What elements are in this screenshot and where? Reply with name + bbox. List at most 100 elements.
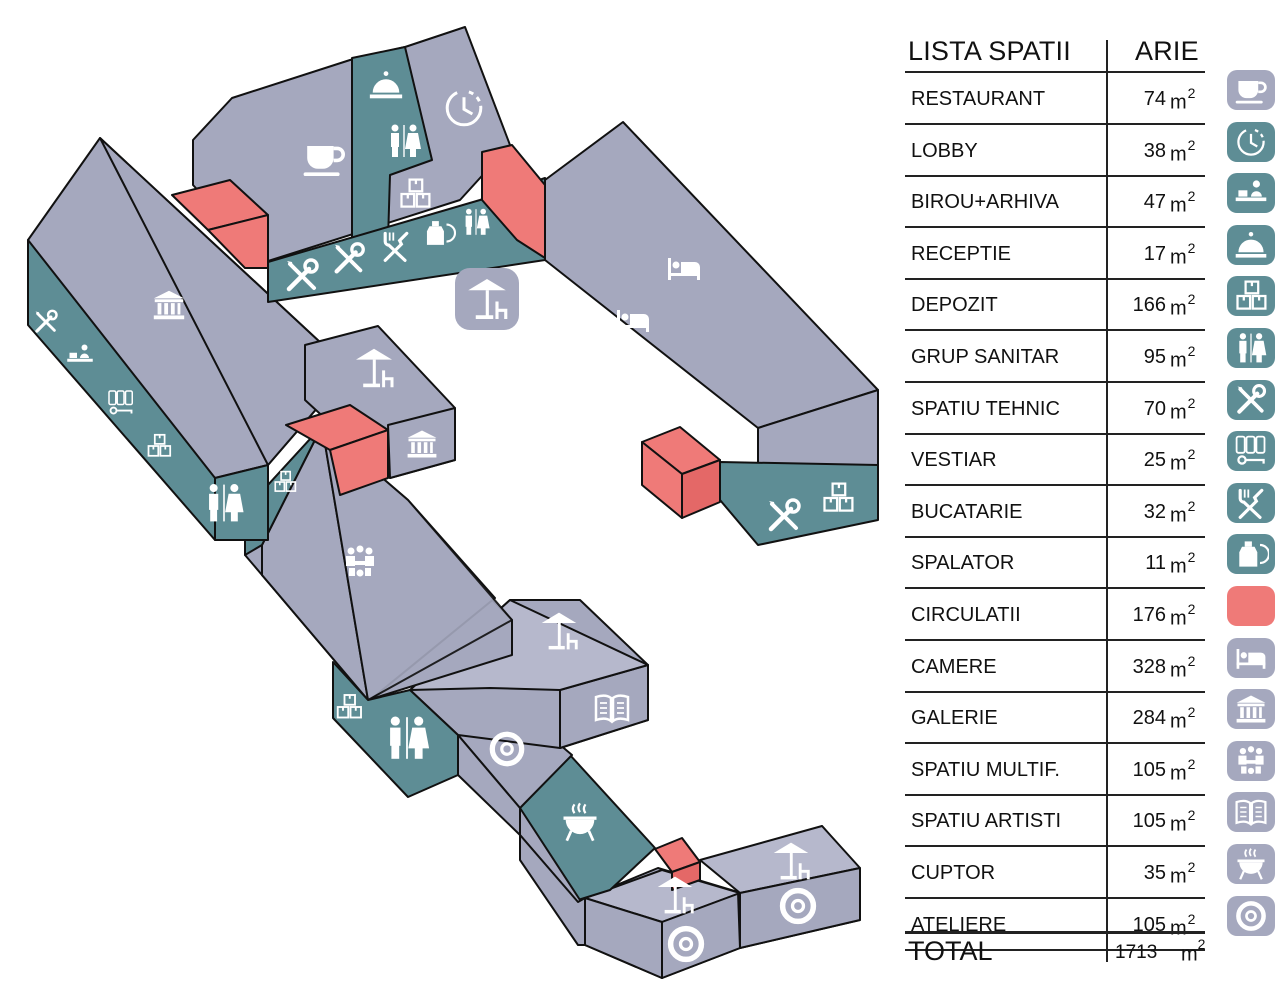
total-label: TOTAL xyxy=(908,936,993,966)
row-separator xyxy=(905,277,1205,280)
column-divider xyxy=(1106,40,1108,962)
area-unit: m2 xyxy=(1170,85,1196,114)
space-name: SPATIU MULTIF. xyxy=(911,758,1060,781)
space-area: 35 xyxy=(1143,862,1166,884)
space-name: SPATIU ARTISTI xyxy=(911,810,1062,833)
row-separator xyxy=(905,690,1205,693)
area-header: ARIE xyxy=(1135,36,1199,66)
table-title: LISTA SPATII xyxy=(908,36,1071,66)
row-separator xyxy=(905,432,1205,435)
grill-icon xyxy=(1227,844,1275,884)
row-separator xyxy=(905,174,1205,177)
museum-icon xyxy=(1227,689,1275,730)
gallery-wing xyxy=(27,137,351,541)
space-area: 74 xyxy=(1143,88,1166,110)
total-rule xyxy=(905,931,1205,934)
space-area: 17 xyxy=(1143,242,1166,265)
area-unit: m2 xyxy=(1170,652,1196,682)
area-unit: m2 xyxy=(1170,755,1196,785)
area-unit: m2 xyxy=(1170,343,1196,372)
space-area: 176 xyxy=(1132,604,1166,626)
space-name: SPATIU TEHNIC xyxy=(911,397,1060,420)
bed-icon xyxy=(1227,637,1275,678)
space-area: 11 xyxy=(1145,552,1166,575)
book-icon xyxy=(1227,792,1275,833)
area-unit: m2 xyxy=(1170,394,1196,424)
space-area: 38 xyxy=(1143,139,1166,162)
restroom-icon xyxy=(1227,328,1275,368)
space-name: ATELIERE xyxy=(911,913,1007,936)
area-unit: m2 xyxy=(1170,601,1196,630)
space-area: 47 xyxy=(1143,191,1166,214)
circulation-east xyxy=(641,426,721,519)
meeting-icon xyxy=(346,545,374,577)
space-name: CUPTOR xyxy=(911,862,996,884)
space-name: LOBBY xyxy=(911,139,978,162)
row-separator xyxy=(905,845,1205,848)
boxes-icon xyxy=(1227,276,1275,317)
row-separator xyxy=(905,535,1205,538)
space-name: GALERIE xyxy=(911,707,998,730)
space-name: RESTAURANT xyxy=(911,88,1046,110)
reception-bell-icon xyxy=(1227,224,1275,265)
area-unit: m2 xyxy=(1170,291,1196,321)
header-rule xyxy=(905,71,1205,73)
plan-drawing xyxy=(27,26,879,979)
area-unit: m2 xyxy=(1170,136,1196,166)
space-name: GRUP SANITAR xyxy=(911,346,1060,368)
row-separator xyxy=(905,329,1205,332)
row-separator xyxy=(905,226,1205,229)
area-unit: m2 xyxy=(1170,859,1196,888)
area-unit: m2 xyxy=(1170,188,1196,217)
space-area: 32 xyxy=(1143,500,1166,523)
space-area: 328 xyxy=(1132,655,1166,678)
row-separator xyxy=(905,948,1205,951)
tools-icon xyxy=(1227,379,1275,420)
area-unit: m2 xyxy=(1170,497,1196,527)
multifunctional-wing xyxy=(244,425,513,798)
space-name: BUCATARIE xyxy=(911,500,1023,523)
laundry-icon xyxy=(1227,534,1275,575)
target-ring-icon xyxy=(1227,895,1275,936)
row-separator xyxy=(905,381,1205,383)
meeting-icon xyxy=(1227,740,1275,781)
space-name: CIRCULATII xyxy=(911,604,1021,626)
area-unit: m2 xyxy=(1170,239,1196,269)
space-name: BIROU+ARHIVA xyxy=(911,191,1059,214)
coffee-cup-icon xyxy=(1227,70,1275,110)
row-separator xyxy=(905,639,1205,641)
circulation-swatch-icon xyxy=(1227,586,1275,626)
total-unit: m2 xyxy=(1181,936,1206,966)
axonometric-plan xyxy=(27,26,879,979)
locker-key-icon xyxy=(1227,431,1275,472)
space-name: SPALATOR xyxy=(911,552,1015,575)
row-separator xyxy=(905,587,1205,590)
total-area: 1713 xyxy=(1115,942,1158,963)
space-name: VESTIAR xyxy=(911,449,997,472)
row-separator xyxy=(905,897,1205,899)
space-area: 95 xyxy=(1143,346,1166,368)
legend-icons xyxy=(1227,70,1275,940)
space-area: 105 xyxy=(1132,913,1166,936)
space-area: 105 xyxy=(1132,810,1166,833)
fork-knife-icon xyxy=(1227,482,1275,523)
space-area: 284 xyxy=(1132,707,1166,730)
area-unit: m2 xyxy=(1170,704,1196,733)
circulation-gallery xyxy=(285,404,389,496)
workshop-block-right xyxy=(699,825,861,949)
space-area: 105 xyxy=(1132,758,1166,781)
row-separator xyxy=(905,742,1205,745)
